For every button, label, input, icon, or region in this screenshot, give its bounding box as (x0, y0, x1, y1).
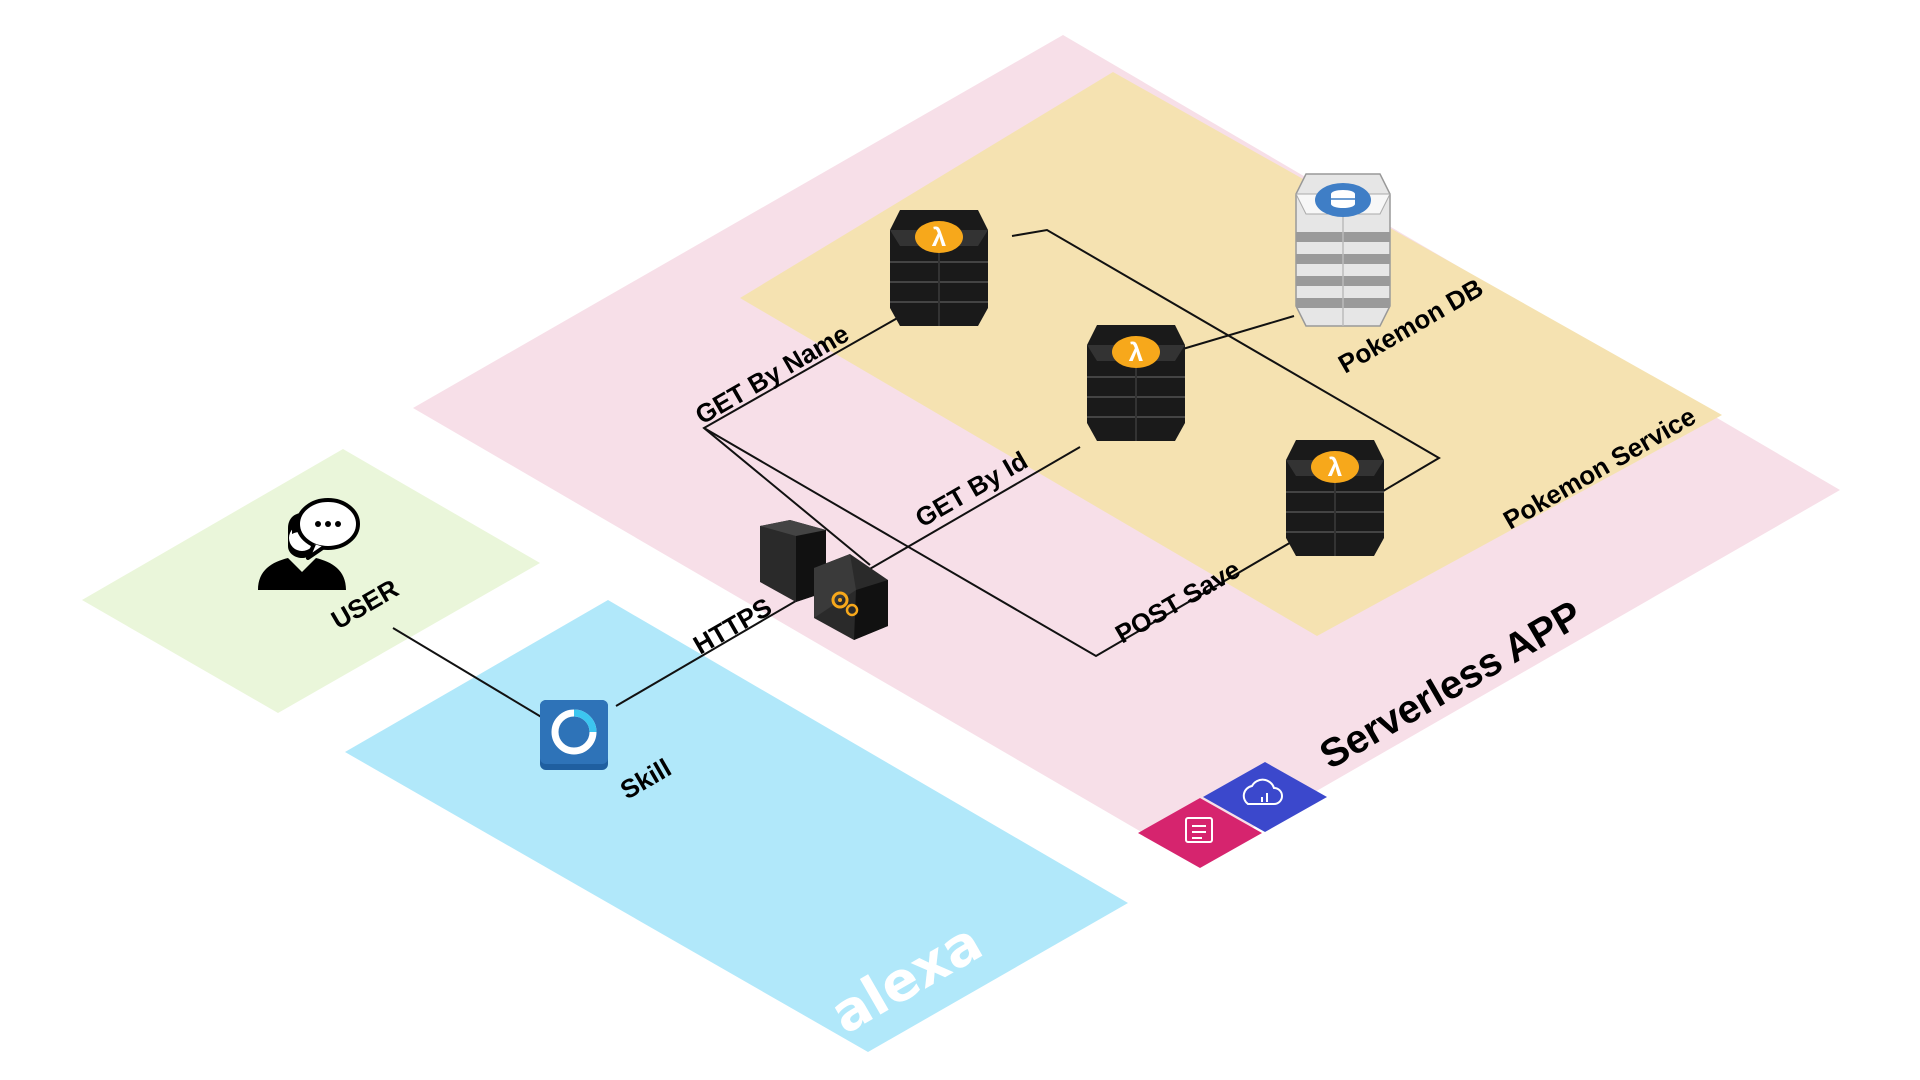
https-connector (615, 590, 814, 707)
user-skill-connector (392, 627, 544, 719)
lambda-get-by-name: λ (890, 210, 988, 326)
get-by-name-route-connector (1011, 228, 1441, 498)
svg-text:λ: λ (1328, 452, 1343, 482)
lambda-post-save: λ (1286, 440, 1384, 556)
user-chat-icon (258, 498, 360, 590)
pokemon-service-zone (740, 72, 1722, 636)
https-label: HTTPS (688, 592, 777, 661)
svg-text:λ: λ (1129, 337, 1144, 367)
alexa-skill-icon (540, 700, 608, 770)
badges (1138, 762, 1327, 868)
db-connector (1175, 315, 1295, 352)
dynamodb-icon (1295, 173, 1391, 327)
post-save-connector (703, 427, 1294, 658)
api-gateway-icon (760, 520, 888, 640)
get-by-id-connector (867, 446, 1081, 571)
svg-text:λ: λ (932, 222, 947, 252)
cloud-monitor-icon (1203, 762, 1327, 832)
lambda-get-by-id: λ (1087, 325, 1185, 441)
